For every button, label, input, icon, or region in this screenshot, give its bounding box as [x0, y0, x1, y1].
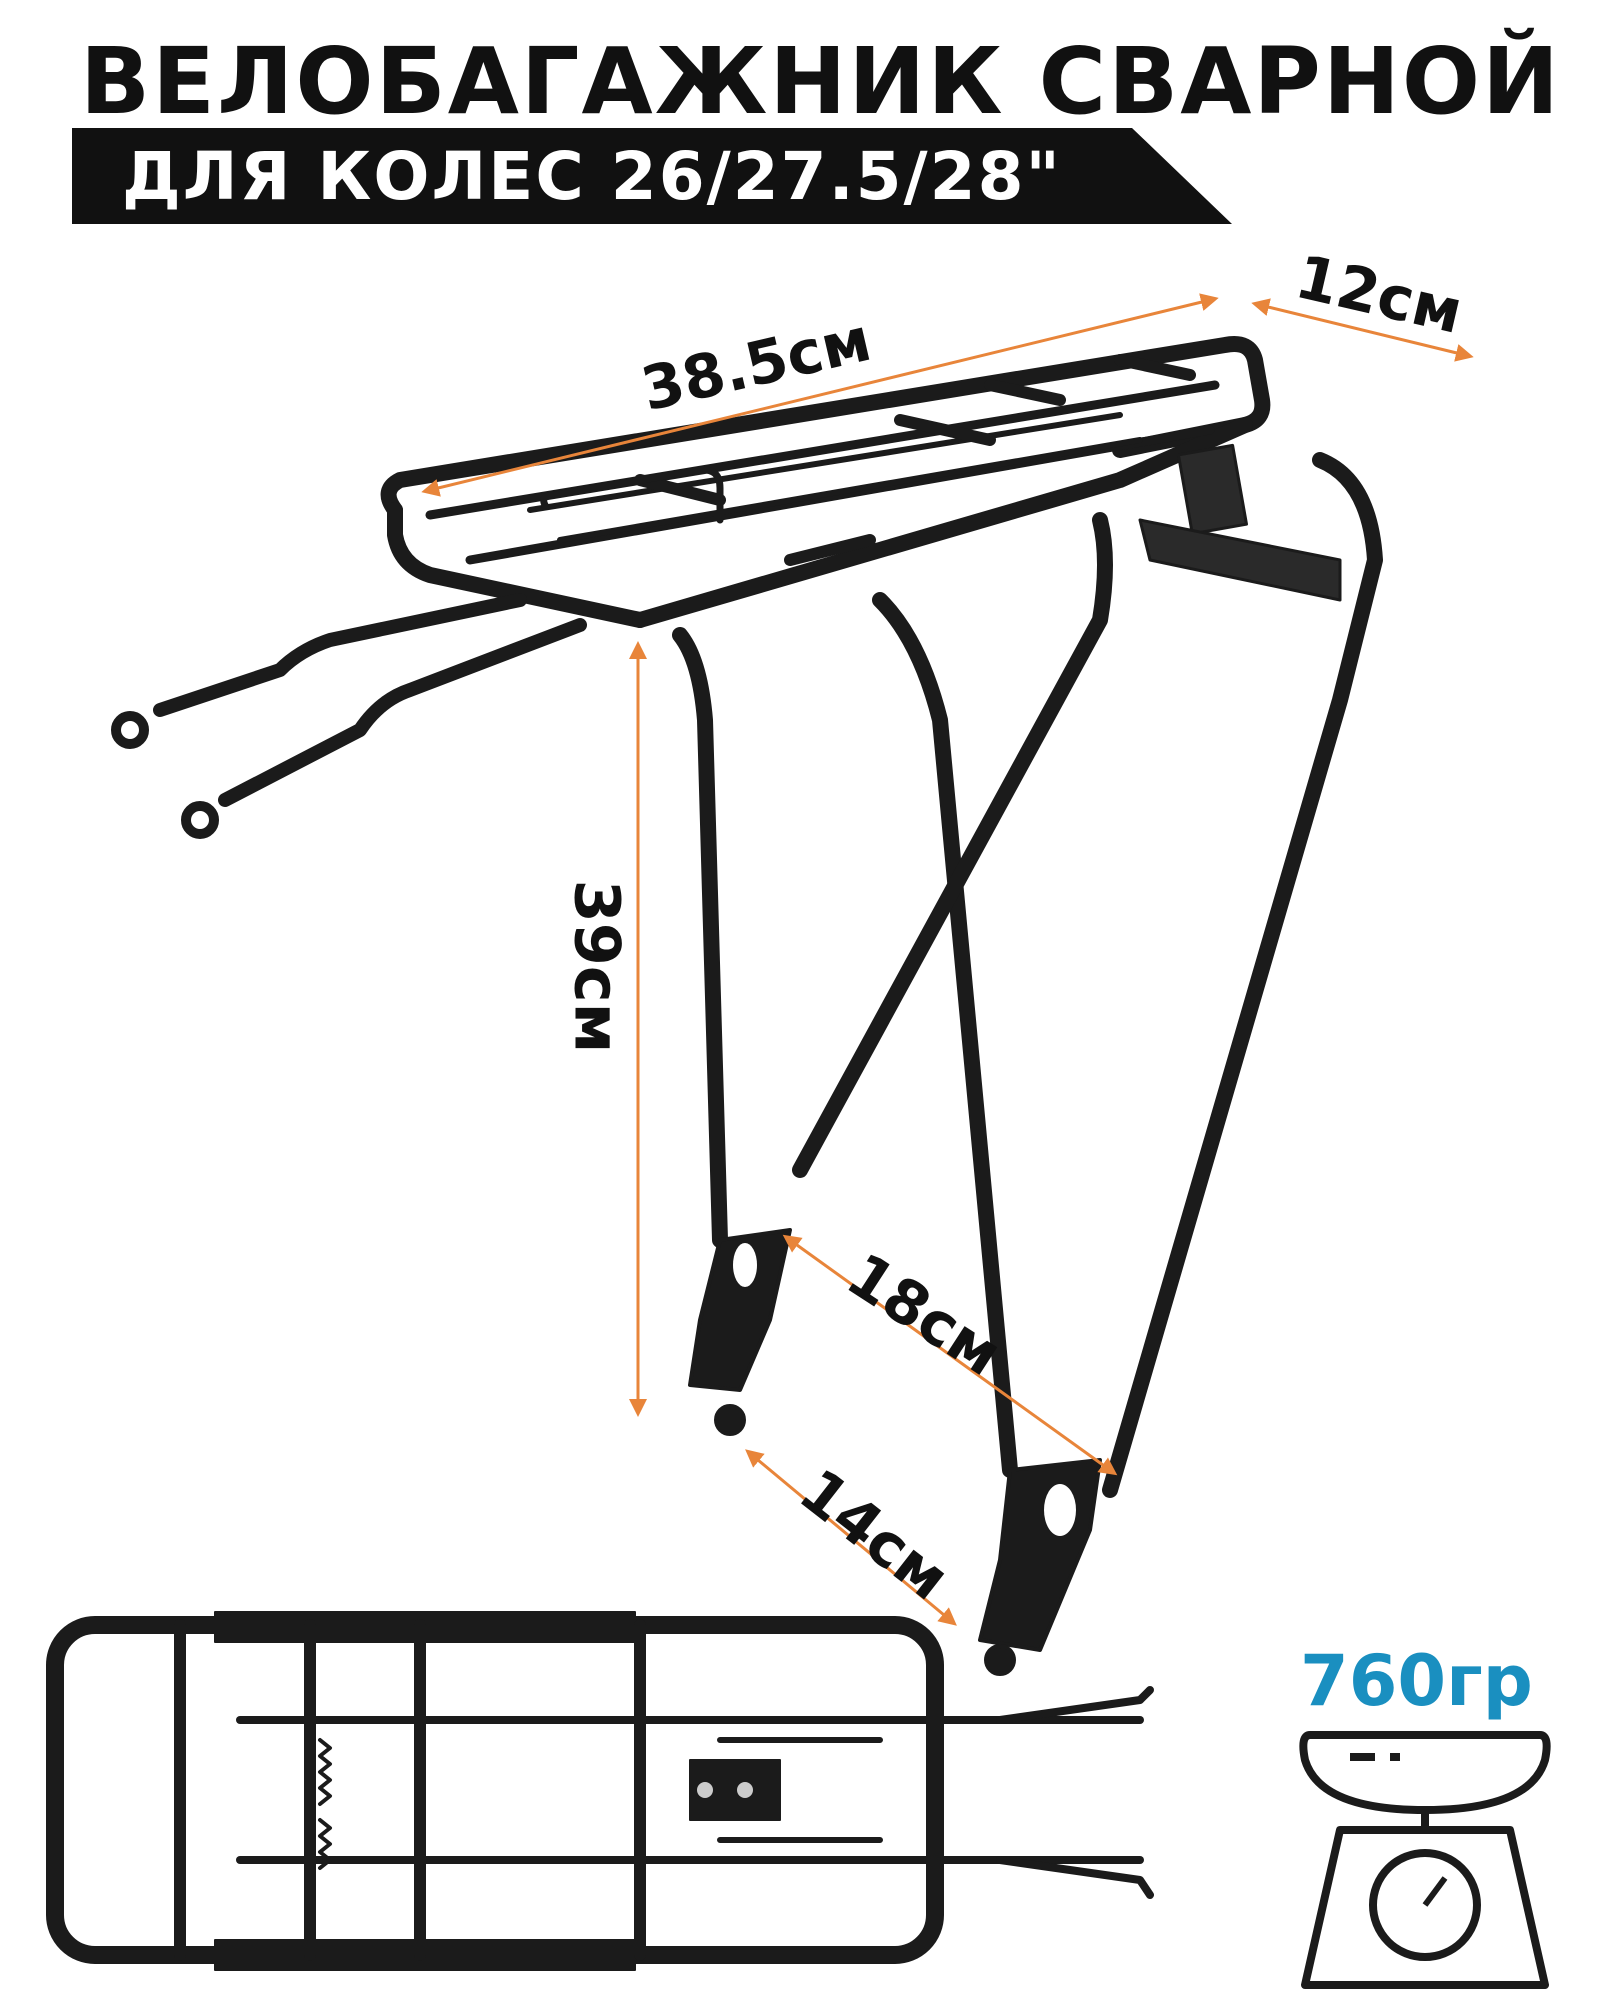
- bike-rack-side-view: [111, 336, 1383, 1676]
- page-title: ВЕЛОБАГАЖНИК СВАРНОЙ: [80, 28, 1562, 135]
- subtitle-banner: ДЛЯ КОЛЕС 26/27.5/28": [72, 128, 1232, 224]
- dimension-height-label: 39см: [560, 879, 634, 1054]
- dimension-arrows: [421, 293, 1474, 1626]
- subtitle: ДЛЯ КОЛЕС 26/27.5/28": [122, 138, 1062, 215]
- kitchen-scale-icon: [1299, 1731, 1551, 1989]
- weight-label: 760гр: [1300, 1640, 1533, 1722]
- bike-rack-top-view: [46, 1611, 1154, 1971]
